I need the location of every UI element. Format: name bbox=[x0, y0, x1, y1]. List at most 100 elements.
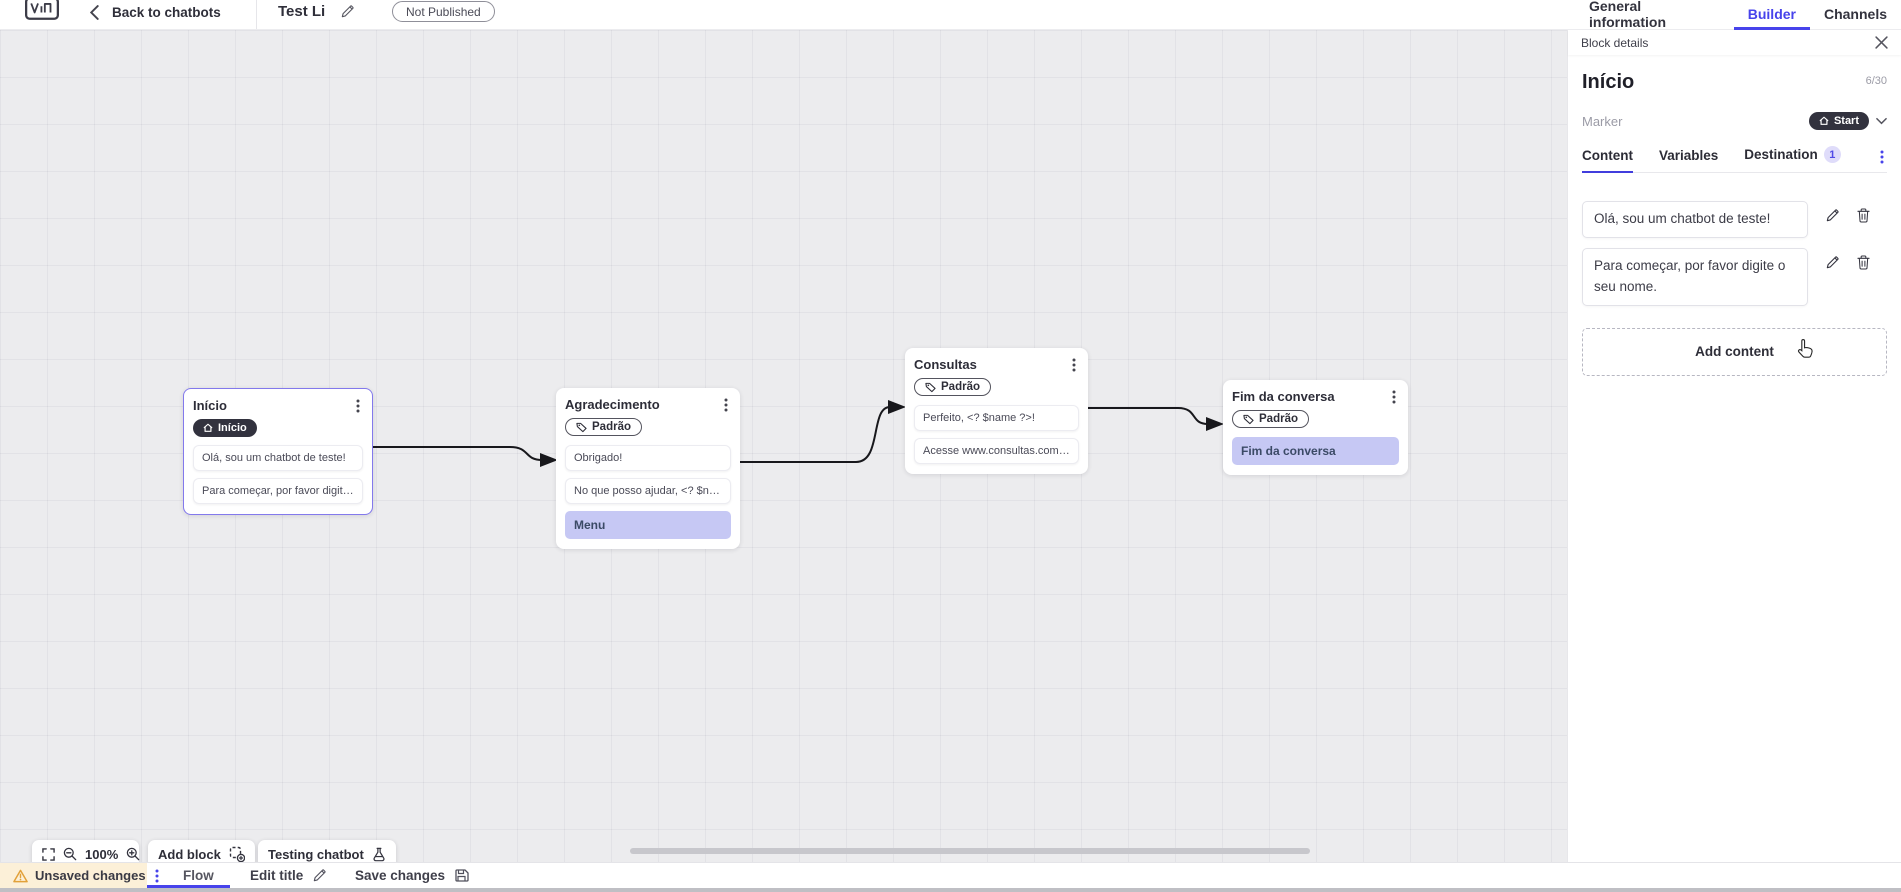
marker-select[interactable]: Start bbox=[1808, 112, 1887, 130]
tag-icon bbox=[1243, 414, 1254, 425]
panel-header-title: Block details bbox=[1581, 35, 1649, 50]
tag-icon bbox=[576, 422, 587, 433]
zoom-controls: 100% bbox=[32, 840, 140, 862]
bottom-bar: Unsaved changes Flow Edit title Save cha… bbox=[0, 862, 1901, 888]
testing-chatbot-button[interactable]: Testing chatbot bbox=[258, 840, 396, 862]
block-tag-badge: Padrão bbox=[914, 378, 991, 396]
flow-tab-underline bbox=[147, 885, 230, 888]
block-kebab-menu-icon[interactable] bbox=[1389, 389, 1399, 405]
destination-count-badge: 1 bbox=[1823, 146, 1841, 163]
flow-block-consultas[interactable]: Consultas Padrão Perfeito, <? $name ?>! … bbox=[905, 348, 1088, 474]
panel-header: Block details bbox=[1568, 30, 1901, 55]
tag-icon bbox=[925, 382, 936, 393]
bottom-kebab-menu-icon[interactable] bbox=[155, 863, 159, 888]
chatbot-title: Test Li bbox=[278, 3, 326, 20]
badge-label: Padrão bbox=[1259, 413, 1298, 425]
status-badge: Not Published bbox=[392, 1, 495, 22]
window-bottom-strip bbox=[0, 888, 1901, 892]
block-title: Agradecimento bbox=[565, 397, 660, 412]
edit-title-button[interactable]: Edit title bbox=[250, 863, 327, 888]
panel-kebab-menu-icon[interactable] bbox=[1877, 149, 1887, 172]
block-name-field[interactable]: Início bbox=[1582, 71, 1635, 93]
edit-pencil-icon[interactable] bbox=[1825, 208, 1840, 223]
block-message[interactable]: Perfeito, <? $name ?>! bbox=[914, 404, 1079, 431]
testing-chatbot-label: Testing chatbot bbox=[268, 846, 364, 862]
block-title: Início bbox=[193, 398, 227, 413]
block-details-panel: Block details Início 6/30 Marker Start bbox=[1567, 30, 1901, 862]
marker-value-label: Start bbox=[1833, 115, 1859, 127]
badge-label: Padrão bbox=[592, 421, 631, 433]
content-item-row: Para começar, por favor digite o seu nom… bbox=[1582, 247, 1887, 306]
tab-content-label: Content bbox=[1582, 148, 1633, 163]
panel-tabs: Content Variables Destination 1 bbox=[1582, 146, 1887, 173]
app-logo-icon bbox=[25, 0, 59, 20]
edit-title-label: Edit title bbox=[250, 868, 304, 883]
tab-content[interactable]: Content bbox=[1582, 148, 1633, 173]
block-message[interactable]: No que posso ajudar, <? $name ... bbox=[565, 477, 731, 504]
chevron-down-icon bbox=[1876, 117, 1887, 125]
top-bar: Back to chatbots Test Li Not Published G… bbox=[0, 0, 1901, 30]
zoom-out-icon[interactable] bbox=[63, 847, 77, 861]
block-kebab-menu-icon[interactable] bbox=[721, 397, 731, 413]
tab-variables[interactable]: Variables bbox=[1659, 148, 1718, 173]
name-char-counter: 6/30 bbox=[1865, 75, 1887, 87]
tab-destination[interactable]: Destination 1 bbox=[1744, 146, 1841, 173]
content-item-row: Olá, sou um chatbot de teste! bbox=[1582, 201, 1887, 238]
content-text-field[interactable]: Para começar, por favor digite o seu nom… bbox=[1582, 247, 1808, 306]
unsaved-changes-label: Unsaved changes bbox=[35, 868, 146, 883]
add-block-label: Add block bbox=[158, 846, 221, 862]
tab-destination-label: Destination bbox=[1744, 147, 1818, 162]
block-message[interactable]: Acesse www.consultas.com par... bbox=[914, 437, 1079, 464]
back-to-chatbots-link[interactable]: Back to chatbots bbox=[112, 5, 221, 20]
topbar-divider bbox=[256, 0, 257, 29]
edit-pencil-icon[interactable] bbox=[1825, 255, 1840, 270]
zoom-in-icon[interactable] bbox=[126, 847, 140, 861]
badge-label: Padrão bbox=[941, 381, 980, 393]
flow-block-inicio[interactable]: Início Início Olá, sou um chatbot de tes… bbox=[183, 388, 373, 515]
fullscreen-icon[interactable] bbox=[42, 847, 55, 861]
marker-value-pill: Start bbox=[1808, 112, 1869, 130]
block-kebab-menu-icon[interactable] bbox=[353, 398, 363, 414]
save-icon bbox=[454, 868, 469, 883]
flow-block-agradecimento[interactable]: Agradecimento Padrão Obrigado! No que po… bbox=[556, 388, 740, 549]
block-marker-badge: Início bbox=[193, 419, 257, 437]
home-icon bbox=[1819, 116, 1829, 126]
pencil-icon bbox=[312, 868, 327, 883]
block-message[interactable]: Olá, sou um chatbot de teste! bbox=[193, 445, 363, 471]
tab-channels[interactable]: Channels bbox=[1823, 5, 1887, 22]
block-message[interactable]: Para começar, por favor digite o ... bbox=[193, 478, 363, 504]
block-title: Fim da conversa bbox=[1232, 389, 1335, 404]
add-content-button[interactable]: Add content bbox=[1582, 327, 1887, 376]
save-changes-label: Save changes bbox=[355, 868, 446, 883]
tab-general-information[interactable]: General information bbox=[1589, 0, 1666, 30]
block-message[interactable]: Obrigado! bbox=[565, 444, 731, 471]
block-kebab-menu-icon[interactable] bbox=[1069, 357, 1079, 373]
block-title: Consultas bbox=[914, 357, 977, 372]
block-tag-badge: Padrão bbox=[1232, 410, 1309, 428]
zoom-level: 100% bbox=[85, 846, 119, 862]
builder-nav-tabs: General information Builder Channels bbox=[1575, 0, 1901, 30]
warning-icon bbox=[13, 869, 28, 883]
marker-label: Marker bbox=[1582, 113, 1623, 129]
canvas-horizontal-scrollbar[interactable] bbox=[630, 848, 1310, 854]
save-changes-button[interactable]: Save changes bbox=[355, 863, 469, 888]
flow-canvas[interactable]: Início Início Olá, sou um chatbot de tes… bbox=[0, 30, 1567, 862]
tab-builder[interactable]: Builder bbox=[1733, 0, 1810, 30]
home-icon bbox=[203, 423, 213, 433]
trash-icon[interactable] bbox=[1857, 208, 1870, 223]
add-block-button[interactable]: Add block bbox=[148, 840, 255, 862]
close-icon[interactable] bbox=[1875, 36, 1888, 49]
block-button-fim[interactable]: Fim da conversa bbox=[1232, 436, 1399, 465]
badge-label: Início bbox=[218, 422, 247, 434]
tab-flow[interactable]: Flow bbox=[183, 868, 214, 883]
trash-icon[interactable] bbox=[1857, 255, 1870, 270]
flow-block-fim-da-conversa[interactable]: Fim da conversa Padrão Fim da conversa bbox=[1223, 380, 1408, 475]
wire-agradecimento-consultas bbox=[740, 400, 906, 463]
block-button-menu[interactable]: Menu bbox=[565, 510, 731, 539]
content-text-field[interactable]: Olá, sou um chatbot de teste! bbox=[1582, 201, 1808, 238]
back-chevron-icon[interactable] bbox=[90, 5, 99, 20]
wire-inicio-agradecimento bbox=[373, 446, 558, 467]
add-block-icon bbox=[229, 846, 245, 862]
edit-title-pencil-icon[interactable] bbox=[340, 4, 355, 19]
wire-consultas-fim bbox=[1088, 407, 1224, 431]
